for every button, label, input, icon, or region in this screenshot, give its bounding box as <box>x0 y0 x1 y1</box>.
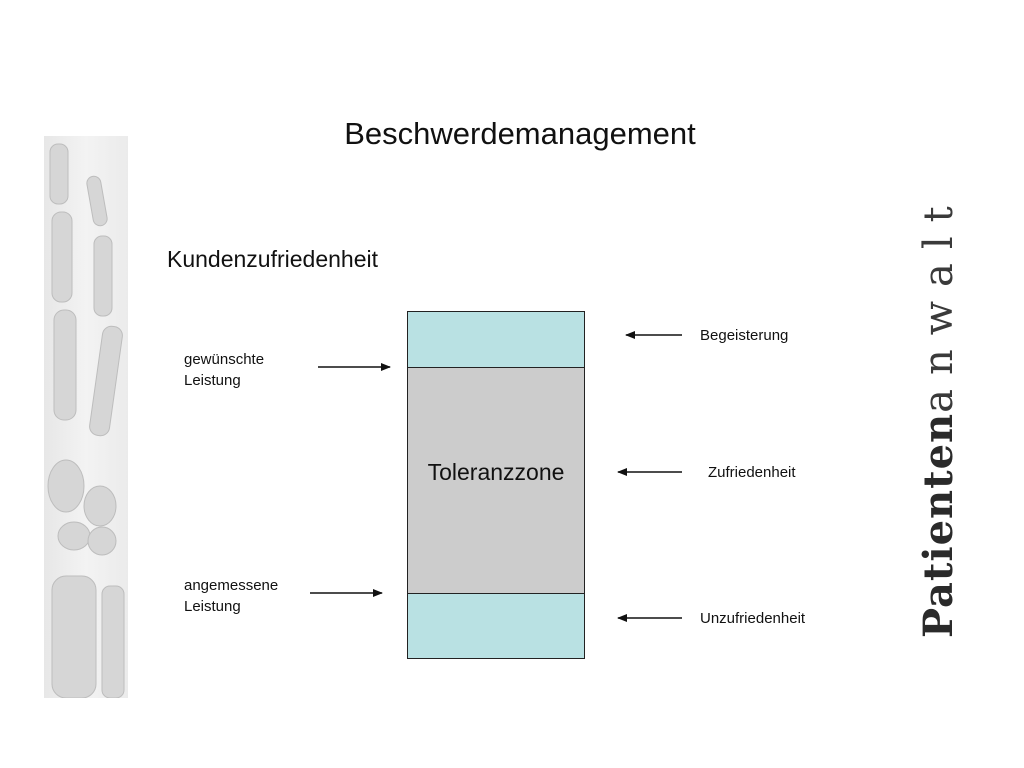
zone-enthusiasm <box>407 311 585 369</box>
brand-light: anwalt <box>916 192 962 413</box>
zone-dissatisfaction <box>407 593 585 659</box>
slide-title: Beschwerdemanagement <box>344 116 696 151</box>
desired-performance-label: gewünschte Leistung <box>184 349 264 391</box>
hand-xray-image <box>44 136 128 698</box>
dissatisfaction-label: Unzufriedenheit <box>700 610 806 627</box>
brand-logo: Patientenanwalt <box>915 192 962 638</box>
adequate-performance-label: angemessene Leistung <box>184 575 278 617</box>
tolerance-zone-label: Toleranzzone <box>427 459 565 485</box>
desired-performance-line1: gewünschte <box>184 351 265 368</box>
slide-subtitle: Kundenzufriedenheit <box>167 246 378 272</box>
enthusiasm-label: Begeisterung <box>700 327 789 344</box>
satisfaction-label: Zufriedenheit <box>708 464 796 481</box>
brand-bold: Patienten <box>915 413 962 638</box>
adequate-performance-line2: Leistung <box>184 598 241 615</box>
adequate-performance-line1: angemessene <box>184 577 279 594</box>
desired-performance-line2: Leistung <box>184 372 241 389</box>
brand-logo-text: Patientenanwalt <box>915 192 962 638</box>
zone-tolerance <box>407 367 585 595</box>
